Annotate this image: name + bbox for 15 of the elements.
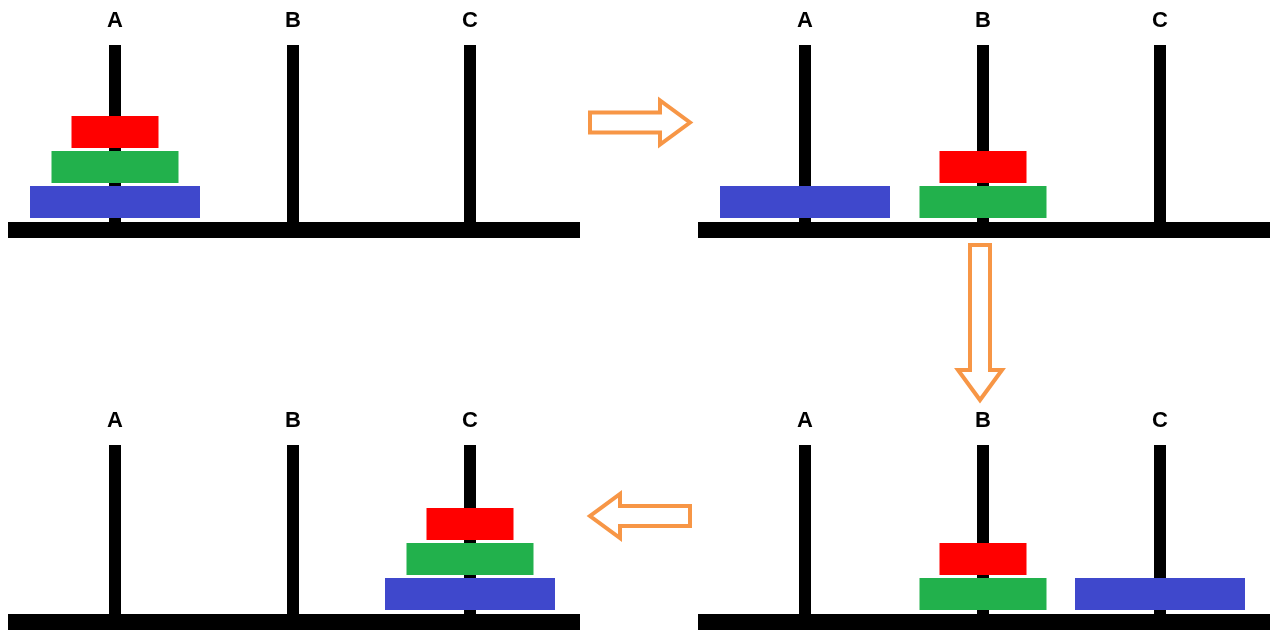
peg-label: A — [106, 8, 124, 32]
peg-label: B — [284, 8, 302, 32]
block-arrow — [588, 96, 694, 149]
peg-label: B — [974, 8, 992, 32]
peg-label: C — [1151, 408, 1169, 432]
peg-label: C — [461, 8, 479, 32]
block-arrow — [586, 490, 692, 542]
peg-label: A — [796, 408, 814, 432]
block-arrow — [954, 243, 1006, 404]
peg-label: A — [796, 8, 814, 32]
peg-label: A — [106, 408, 124, 432]
peg-label: B — [974, 408, 992, 432]
peg-label: C — [461, 408, 479, 432]
peg-label: C — [1151, 8, 1169, 32]
peg-label: B — [284, 408, 302, 432]
